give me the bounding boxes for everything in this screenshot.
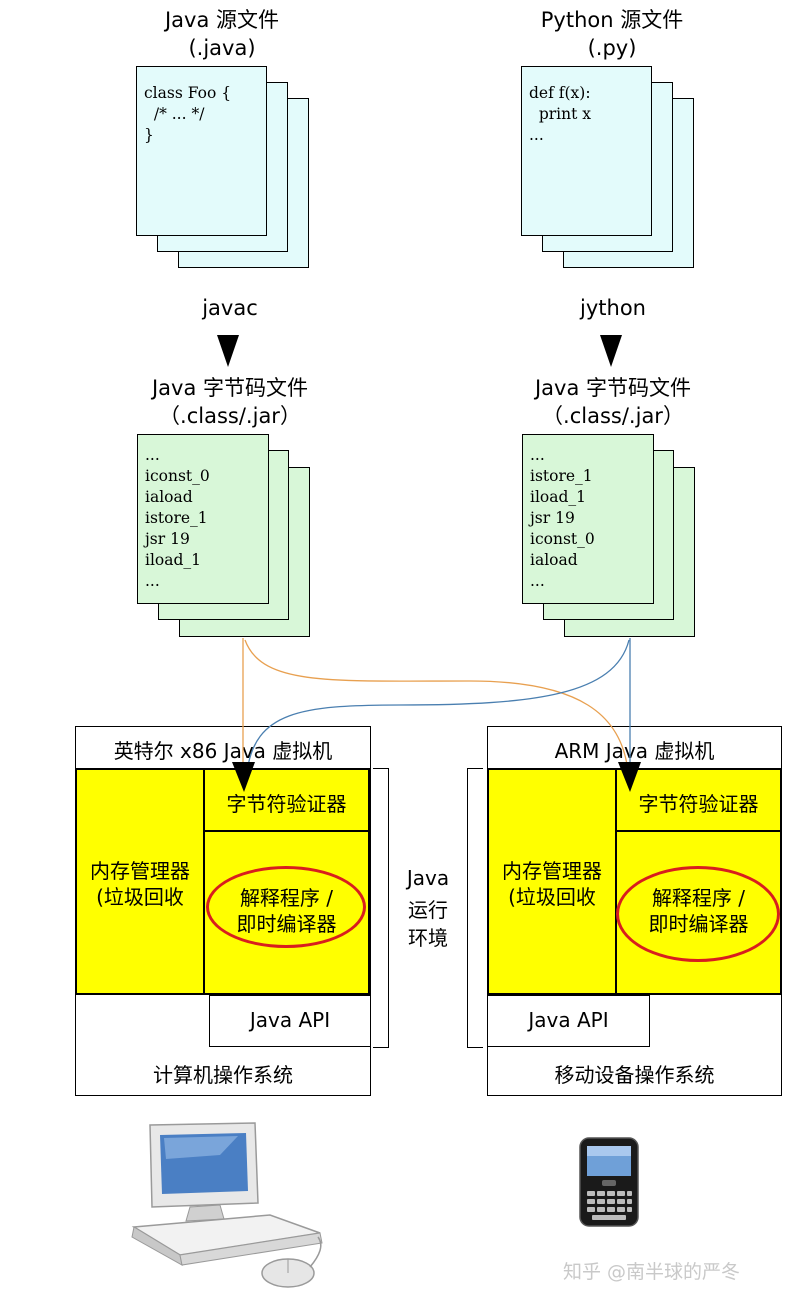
left-bytecode-doc: ... iconst_0 iaload istore_1 jsr 19 iloa… [137,434,269,604]
right-bytecode-verifier [615,768,782,832]
left-java-api [209,995,371,1047]
right-bytecode-code: ... istore_1 iload_1 jsr 19 iconst_0 ial… [530,446,595,590]
right-to-left-vm-path [246,639,630,773]
left-interpreter-highlight [206,866,366,948]
right-compile-arrow [600,335,622,367]
right-compiler-label: jython [580,296,646,320]
runtime-bracket-right [467,768,483,1048]
left-vm-title: 英特尔 x86 Java 虚拟机 [113,739,333,763]
right-bytecode-title: Java 字节码文件 [534,376,692,400]
left-interpreter-line1: 解释程序 / [239,886,334,910]
desktop-computer-icon [131,1122,323,1288]
right-interpreter-line1: 解释程序 / [651,886,746,910]
runtime-bracket-left [373,768,389,1048]
runtime-label-line3: 环境 [408,926,448,950]
left-verifier-arrowhead [232,762,255,792]
watermark: 知乎 @南半球的严冬 [563,1261,741,1283]
smartphone-icon [579,1137,639,1227]
left-compiler-label: javac [202,296,258,320]
right-source-ext: (.py) [587,36,637,60]
left-memory-line1: 内存管理器 [90,859,190,883]
left-memory-line2: (垃圾回收 [96,885,184,909]
left-memory-manager [75,768,205,995]
left-source-title: Java 源文件 [164,8,280,32]
right-source-doc: def f(x): print x ... [521,66,652,236]
left-compile-arrow [217,335,239,367]
right-verifier-arrowhead [618,762,641,792]
right-java-api [487,995,650,1047]
right-os-label: 移动设备操作系统 [554,1063,715,1087]
right-memory-line2: (垃圾回收 [508,885,596,909]
left-api-label: Java API [249,1008,331,1032]
runtime-label-line1: Java [406,866,450,890]
right-interpreter-line2: 即时编译器 [648,912,749,936]
right-interpreter-highlight [616,866,780,962]
right-source-code: def f(x): print x ... [529,84,592,144]
right-bytecode-doc: ... istore_1 iload_1 jsr 19 iconst_0 ial… [522,434,654,604]
left-source-ext: (.java) [188,36,256,60]
right-verifier-label: 字节符验证器 [638,792,759,816]
left-bytecode-verifier [203,768,370,832]
left-os-label: 计算机操作系统 [153,1063,293,1087]
right-memory-line1: 内存管理器 [502,859,602,883]
left-source-doc: class Foo { /* ... */ } [136,66,267,236]
left-bytecode-code: ... iconst_0 iaload istore_1 jsr 19 iloa… [145,446,210,590]
left-to-right-vm-path [244,639,629,773]
left-bytecode-title: Java 字节码文件 [151,376,309,400]
left-verifier-label: 字节符验证器 [226,792,347,816]
left-interpreter-line2: 即时编译器 [236,912,337,936]
left-bytecode-ext: （.class/.jar） [159,404,301,428]
runtime-label-line2: 运行 [408,898,448,922]
right-api-label: Java API [528,1008,609,1032]
right-bytecode-ext: （.class/.jar） [542,404,684,428]
right-vm-title: ARM Java 虚拟机 [554,739,715,763]
right-source-title: Python 源文件 [540,8,684,32]
left-source-code: class Foo { /* ... */ } [144,84,232,144]
